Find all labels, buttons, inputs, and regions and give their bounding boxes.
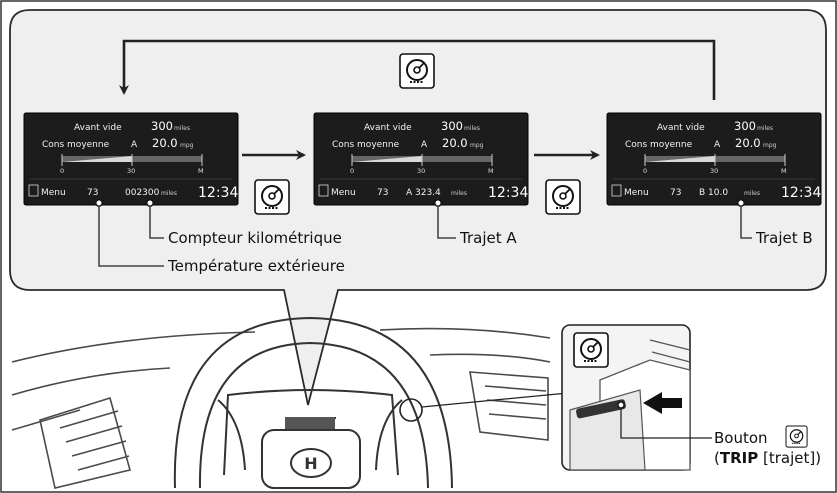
range-unit: miles [757, 125, 773, 132]
menu-label: Menu [624, 188, 649, 198]
fuel-gauge-fill [352, 156, 422, 162]
range-unit: miles [464, 125, 480, 132]
fuel-unit: mpg [763, 142, 777, 149]
trip-indicator: B [699, 188, 705, 198]
fuel-gauge-fill [62, 156, 132, 162]
steering-wheel [173, 316, 453, 489]
svg-text:H: H [304, 454, 317, 473]
press-arrow-icon [643, 392, 682, 414]
reading-unit: miles [161, 190, 177, 197]
trip-dial-icon [573, 332, 609, 368]
reading-unit: miles [451, 190, 467, 197]
fuel-gauge-fill [645, 156, 715, 162]
fuel-unit: mpg [470, 142, 484, 149]
gauge-scale-end: M [781, 167, 787, 175]
odometer-label: Compteur kilométrique [168, 229, 342, 247]
clock: 12:34 [488, 185, 528, 201]
range-label: Avant vide [364, 123, 412, 133]
menu-label: Menu [41, 188, 66, 198]
callout-lines [98, 207, 752, 267]
trip-dial-icon [399, 53, 435, 89]
range-value: 300 [734, 119, 756, 133]
range-value: 300 [151, 119, 173, 133]
outside-temperature: 73 [87, 188, 98, 198]
brand-logo: H [290, 448, 332, 478]
fuel-trip: A [131, 140, 138, 150]
menu-icon [318, 184, 329, 197]
callout-dot [617, 401, 625, 409]
range-label: Avant vide [74, 123, 122, 133]
gauge-scale-end: M [488, 167, 494, 175]
range-label: Avant vide [657, 123, 705, 133]
instrument-display [285, 417, 335, 429]
fuel-label: Cons moyenne [625, 140, 693, 150]
loop-arrow-icon [119, 39, 716, 100]
gauge-scale-start: 0 [350, 167, 354, 175]
trip-dial-icon [545, 179, 581, 215]
reading-value: 002300 [125, 188, 160, 198]
trip-a-label: Trajet A [459, 229, 517, 247]
menu-icon [611, 184, 622, 197]
outside-temperature: 73 [377, 188, 388, 198]
gauge-scale-mid: 30 [710, 167, 718, 175]
button-callout-line [620, 407, 712, 439]
fuel-trip: A [421, 140, 428, 150]
range-value: 300 [441, 119, 463, 133]
callout-dots [95, 199, 745, 207]
button-label: Bouton [714, 429, 768, 447]
outside-temperature: 73 [670, 188, 681, 198]
fuel-value: 20.0 [442, 136, 468, 150]
gauge-scale-start: 0 [643, 167, 647, 175]
fuel-value: 20.0 [152, 136, 178, 150]
gauge-scale-mid: 30 [127, 167, 135, 175]
dashboard-illustration [11, 327, 551, 489]
button-inset [561, 324, 691, 471]
button-locator [399, 398, 423, 422]
trip-indicator: A [406, 188, 413, 198]
reading-unit: miles [744, 190, 760, 197]
trip-dial-icon [254, 179, 290, 215]
trip-dial-icon [785, 425, 808, 448]
display-panel [9, 9, 827, 406]
clock: 12:34 [198, 185, 238, 201]
fuel-unit: mpg [180, 142, 194, 149]
gauge-scale-end: M [198, 167, 204, 175]
trip-b-label: Trajet B [755, 229, 813, 247]
fuel-label: Cons moyenne [332, 140, 400, 150]
menu-label: Menu [331, 188, 356, 198]
reading-value: 10.0 [708, 188, 728, 198]
fuel-value: 20.0 [735, 136, 761, 150]
clock: 12:34 [781, 185, 821, 201]
button-name-label: (TRIP [trajet]) [714, 449, 821, 467]
outside-temp-label: Température extérieure [167, 257, 345, 275]
gauge-scale-mid: 30 [417, 167, 425, 175]
reading-value: 323.4 [415, 188, 441, 198]
menu-icon [28, 184, 39, 197]
locator-line [421, 392, 569, 408]
fuel-label: Cons moyenne [42, 140, 110, 150]
trip-button [576, 399, 626, 419]
range-unit: miles [174, 125, 190, 132]
gauge-scale-start: 0 [60, 167, 64, 175]
fuel-trip: A [714, 140, 721, 150]
